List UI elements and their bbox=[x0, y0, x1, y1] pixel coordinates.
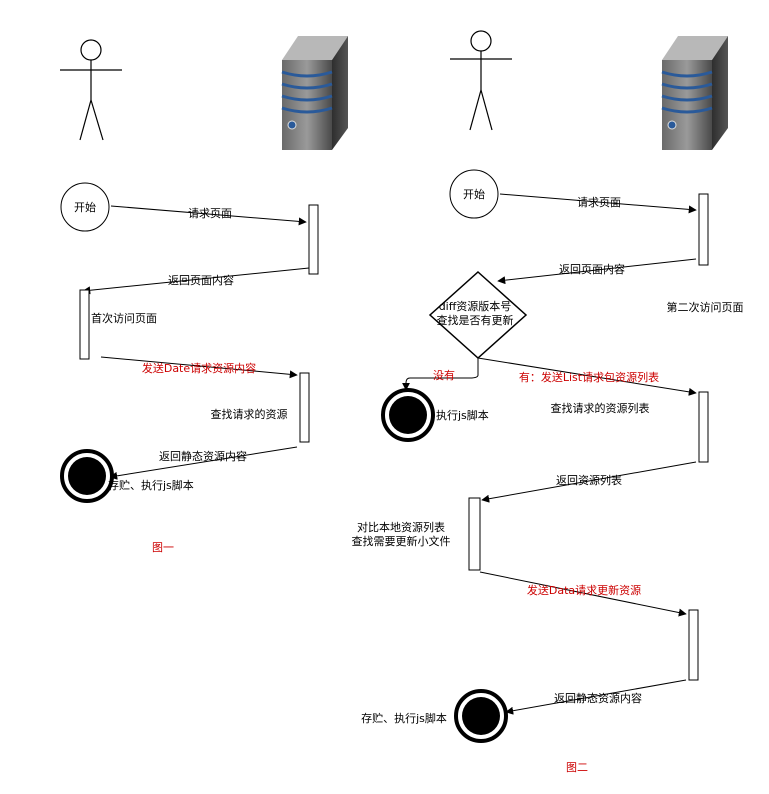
exec-js-label: 执行js脚本 bbox=[436, 408, 489, 422]
compare-line-1: 对比本地资源列表 bbox=[357, 520, 445, 534]
server-activation-3 bbox=[688, 609, 699, 681]
end-node bbox=[454, 689, 508, 743]
find-list-label: 查找请求的资源列表 bbox=[551, 401, 650, 415]
request-page-label: 请求页面 bbox=[577, 196, 621, 209]
server-activation-2 bbox=[299, 372, 310, 443]
server-activation-1 bbox=[308, 204, 319, 275]
second-visit-label: 第二次访问页面 bbox=[667, 300, 744, 314]
diff-line-1: diff资源版本号 bbox=[439, 299, 512, 313]
no-branch-label: 没有 bbox=[433, 368, 455, 382]
start-node bbox=[449, 169, 499, 219]
return-page-label: 返回页面内容 bbox=[559, 262, 625, 276]
find-resources-label: 查找请求的资源 bbox=[211, 407, 288, 421]
user-actor-icon bbox=[450, 30, 512, 131]
store-exec-label: 存贮、执行js脚本 bbox=[361, 711, 447, 725]
return-list-label: 返回资源列表 bbox=[556, 473, 622, 487]
figure-1: 开始 请求页面 返回页面内容 首次访问页面 发送Date请求资源内容 查找请求的… bbox=[60, 36, 348, 554]
server-icon bbox=[661, 36, 728, 150]
figure-1-caption: 图一 bbox=[152, 541, 174, 554]
send-data-label: 发送Data请求更新资源 bbox=[527, 583, 641, 597]
figure-2-caption: 图二 bbox=[566, 761, 588, 774]
user-actor-icon bbox=[60, 39, 122, 141]
store-exec-label: 存贮、执行js脚本 bbox=[108, 478, 194, 492]
start-label: 开始 bbox=[74, 200, 96, 214]
request-page-label: 请求页面 bbox=[188, 207, 232, 220]
diff-line-2: 查找是否有更新 bbox=[437, 313, 514, 327]
start-label: 开始 bbox=[463, 187, 485, 201]
compare-line-2: 查找需要更新小文件 bbox=[352, 534, 451, 548]
server-activation-1 bbox=[698, 193, 709, 266]
client-activation-1 bbox=[79, 289, 90, 360]
return-page-label: 返回页面内容 bbox=[168, 273, 234, 287]
return-static-label: 返回静态资源内容 bbox=[159, 449, 247, 463]
return-static-label: 返回静态资源内容 bbox=[554, 691, 642, 705]
figure-2: 开始 请求页面 返回页面内容 diff资源版本号 查找是否有更新 第二次访问页面… bbox=[352, 30, 744, 774]
yes-branch-label: 有：发送List请求包资源列表 bbox=[519, 370, 659, 384]
send-date-label: 发送Date请求资源内容 bbox=[142, 361, 256, 375]
end-node bbox=[381, 388, 435, 442]
first-visit-label: 首次访问页面 bbox=[91, 311, 157, 325]
end-node bbox=[60, 449, 114, 503]
client-activation-2 bbox=[468, 497, 481, 571]
start-node bbox=[60, 182, 110, 232]
server-activation-2 bbox=[698, 391, 709, 463]
server-icon bbox=[281, 36, 348, 150]
